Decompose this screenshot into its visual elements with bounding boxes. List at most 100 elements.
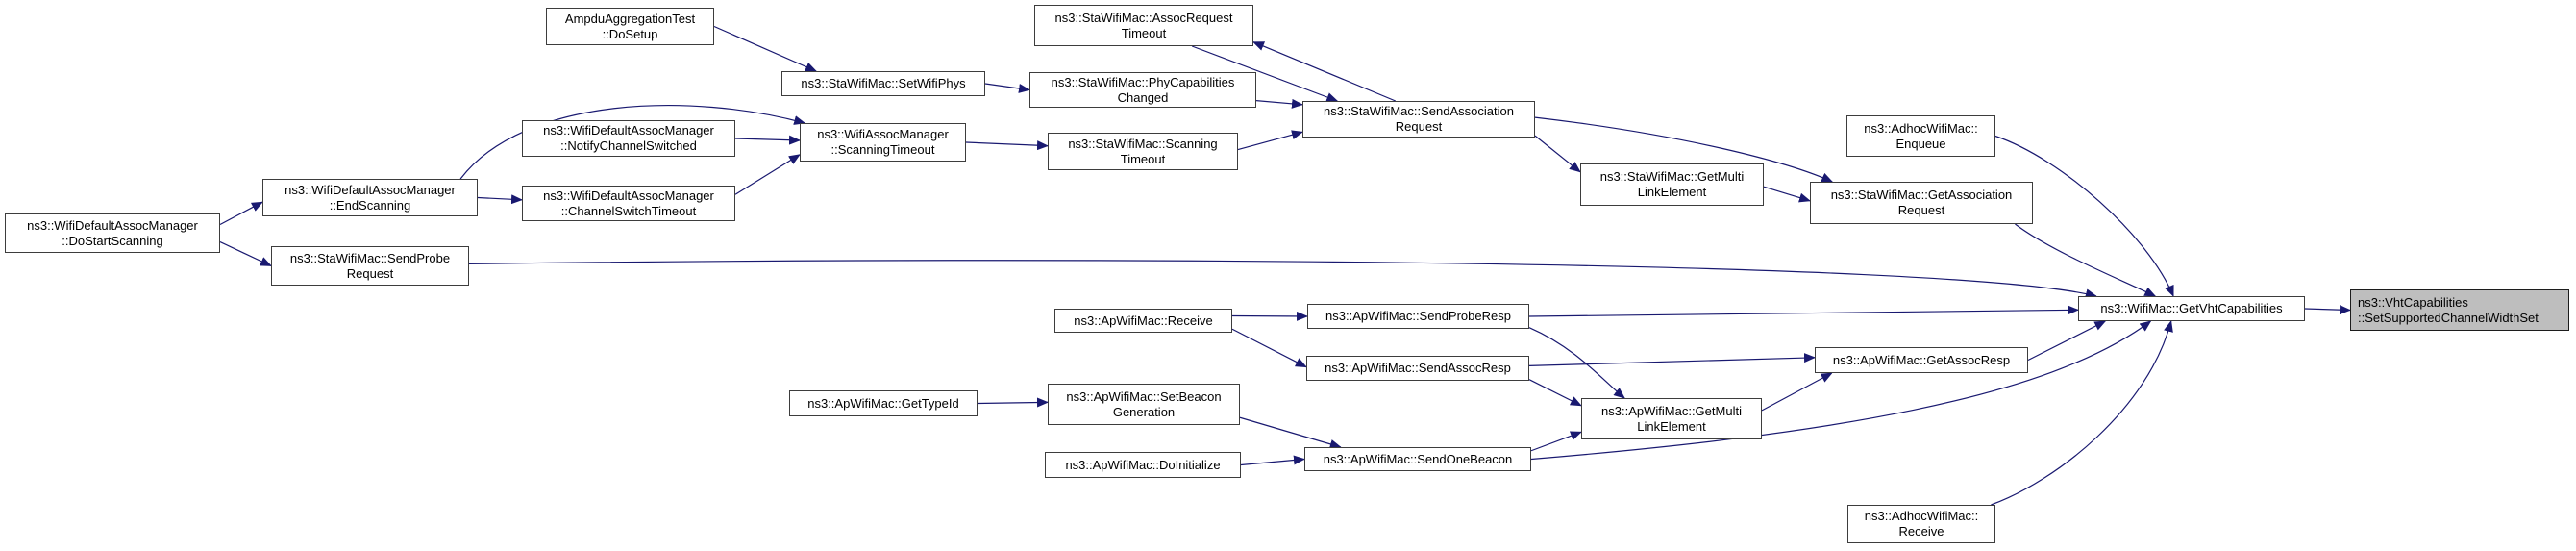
node-label-line: ns3::ApWifiMac::SendOneBeacon [1323, 451, 1513, 466]
node-label-line: ns3::StaWifiMac::GetMulti [1599, 169, 1745, 184]
edge-send-assoc-req-to-assoc-req-timeout [1252, 41, 1397, 102]
node-send-assoc-resp[interactable]: ns3::ApWifiMac::SendAssocResp [1306, 356, 1529, 381]
edge-send-probe-req-to-get-vht-capabilities [468, 260, 2097, 299]
node-label-line: AmpduAggregationTest [564, 11, 696, 26]
node-send-one-beacon[interactable]: ns3::ApWifiMac::SendOneBeacon [1304, 447, 1531, 471]
node-label-line: ns3::StaWifiMac::SetWifiPhys [801, 76, 966, 90]
edge-set-beacon-generation-to-send-one-beacon [1239, 416, 1342, 449]
edge-ch-switch-timeout-to-wam-scan-timeout [734, 154, 801, 195]
node-do-start-scanning[interactable]: ns3::WifiDefaultAssocManager::DoStartSca… [5, 213, 220, 253]
edge-send-probe-resp-to-get-vht-capabilities [1528, 305, 2079, 317]
node-label-line: ns3::VhtCapabilities [2358, 294, 2468, 310]
edge-phy-cap-changed-to-send-assoc-req [1255, 98, 1303, 109]
node-label-line: ns3::ApWifiMac::Receive [1074, 313, 1213, 328]
node-label-line: ns3::ApWifiMac::GetAssocResp [1832, 352, 2011, 367]
edge-send-one-beacon-to-ap-get-mle [1530, 431, 1582, 452]
edge-wam-scan-timeout-to-sta-scan-timeout [965, 140, 1049, 151]
node-label-line: ::ChannelSwitchTimeout [560, 203, 697, 218]
node-label-line: ::DoStartScanning [62, 233, 163, 248]
node-ap-get-assoc-resp[interactable]: ns3::ApWifiMac::GetAssocResp [1815, 347, 2028, 373]
edge-send-assoc-req-to-sta-get-mle [1534, 135, 1581, 173]
node-label-line: ns3::StaWifiMac::GetAssociation [1830, 188, 2013, 202]
node-label-line: LinkElement [1637, 185, 1707, 199]
node-label-line: ns3::StaWifiMac::SendAssociation [1324, 104, 1514, 118]
node-do-setup[interactable]: AmpduAggregationTest::DoSetup [546, 8, 714, 45]
node-label-line: ns3::ApWifiMac::DoInitialize [1065, 457, 1221, 472]
edge-ap-get-assoc-resp-to-get-vht-capabilities [2027, 320, 2107, 362]
node-label-line: ns3::ApWifiMac::GetMulti [1601, 403, 1742, 418]
edge-do-initialize-to-send-one-beacon [1240, 455, 1305, 466]
node-label-line: ns3::ApWifiMac::GetTypeId [807, 395, 959, 411]
node-set-wifi-phys[interactable]: ns3::StaWifiMac::SetWifiPhys [781, 71, 985, 96]
node-adhoc-receive[interactable]: ns3::AdhocWifiMac::Receive [1847, 505, 1995, 543]
node-get-vht-capabilities[interactable]: ns3::WifiMac::GetVhtCapabilities [2078, 296, 2305, 321]
node-label-line: ns3::WifiDefaultAssocManager [543, 188, 714, 203]
node-label-line: ns3::WifiAssocManager [817, 127, 949, 141]
edge-sta-get-mle-to-sta-get-assoc-req [1763, 186, 1811, 203]
node-label-line: ::NotifyChannelSwitched [560, 138, 697, 153]
node-get-type-id[interactable]: ns3::ApWifiMac::GetTypeId [789, 390, 978, 416]
node-label-line: Timeout [1120, 151, 1166, 166]
edge-do-setup-to-set-wifi-phys [713, 25, 817, 72]
edge-end-scanning-to-ch-switch-timeout [477, 194, 523, 205]
node-label-line: ns3::WifiDefaultAssocManager [285, 182, 456, 197]
node-label-line: ns3::WifiDefaultAssocManager [27, 217, 198, 233]
node-wam-scan-timeout[interactable]: ns3::WifiAssocManager::ScanningTimeout [800, 123, 966, 162]
node-label-line: Changed [1117, 89, 1169, 105]
edge-get-type-id-to-set-beacon-generation [977, 397, 1049, 408]
node-ap-receive[interactable]: ns3::ApWifiMac::Receive [1054, 309, 1232, 333]
node-ch-switch-timeout[interactable]: ns3::WifiDefaultAssocManager::ChannelSwi… [522, 186, 735, 221]
edge-send-probe-resp-to-ap-get-mle [1528, 327, 1625, 399]
node-do-initialize[interactable]: ns3::ApWifiMac::DoInitialize [1045, 452, 1241, 478]
node-label-line: ns3::AdhocWifiMac:: [1864, 120, 1978, 136]
node-label-line: Enqueue [1895, 136, 1946, 151]
node-label-line: Generation [1112, 404, 1176, 419]
node-label-line: ns3::StaWifiMac::SendProbe [289, 250, 451, 265]
node-send-probe-resp[interactable]: ns3::ApWifiMac::SendProbeResp [1307, 304, 1529, 329]
node-label-line: ns3::ApWifiMac::SendAssocResp [1325, 361, 1511, 375]
node-label-line: ns3::StaWifiMac::PhyCapabilities [1051, 74, 1235, 89]
node-label-line: ns3::ApWifiMac::SendProbeResp [1325, 309, 1511, 323]
node-label-line: ::DoSetup [602, 26, 658, 41]
node-label-line: Request [1897, 203, 1945, 217]
node-label-line: ns3::StaWifiMac::AssocRequest [1054, 10, 1233, 25]
edge-send-assoc-resp-to-ap-get-mle [1528, 379, 1582, 407]
node-label-line: LinkElement [1637, 418, 1706, 434]
node-label-line: Request [1395, 119, 1443, 134]
node-set-supported-channel-width-set: ns3::VhtCapabilities::SetSupportedChanne… [2350, 289, 2569, 331]
edge-get-vht-capabilities-to-set-supported-channel-width-set [2304, 305, 2351, 315]
node-label-line: ns3::WifiDefaultAssocManager [543, 123, 714, 138]
edge-do-start-scanning-to-end-scanning [219, 201, 263, 226]
node-label-line: Request [346, 265, 394, 281]
node-label-line: ns3::AdhocWifiMac:: [1864, 509, 1979, 523]
edge-send-assoc-resp-to-ap-get-assoc-resp [1528, 353, 1816, 366]
edge-ap-get-mle-to-ap-get-assoc-resp [1761, 372, 1833, 412]
node-notify-ch-switched[interactable]: ns3::WifiDefaultAssocManager::NotifyChan… [522, 120, 735, 157]
node-label-line: ns3::WifiMac::GetVhtCapabilities [2100, 301, 2283, 315]
edge-set-wifi-phys-to-phy-cap-changed [984, 83, 1030, 93]
edge-do-start-scanning-to-send-probe-req [219, 240, 272, 267]
node-label-line: Timeout [1121, 25, 1167, 40]
edge-sta-get-assoc-req-to-get-vht-capabilities [2015, 223, 2157, 297]
edge-ap-receive-to-send-assoc-resp [1231, 328, 1307, 368]
node-label-line: ns3::StaWifiMac::Scanning [1068, 136, 1218, 151]
node-label-line: Receive [1898, 524, 1944, 538]
edge-ap-receive-to-send-probe-resp [1231, 311, 1308, 321]
node-label-line: ::ScanningTimeout [830, 142, 935, 157]
node-adhoc-enqueue[interactable]: ns3::AdhocWifiMac::Enqueue [1846, 115, 1995, 157]
edge-notify-ch-switched-to-wam-scan-timeout [734, 135, 801, 145]
node-end-scanning[interactable]: ns3::WifiDefaultAssocManager::EndScannin… [262, 179, 478, 216]
node-label-line: ::SetSupportedChannelWidthSet [2358, 310, 2539, 325]
edge-sta-scan-timeout-to-send-assoc-req [1237, 130, 1303, 151]
node-label-line: ns3::ApWifiMac::SetBeacon [1066, 388, 1222, 404]
